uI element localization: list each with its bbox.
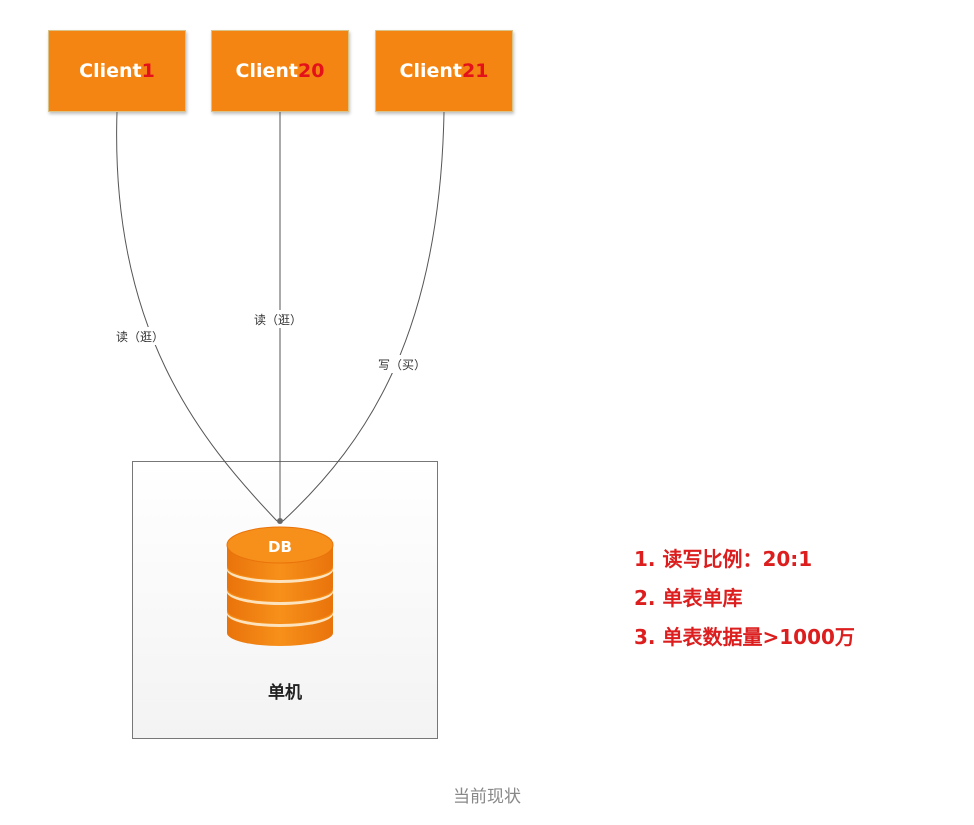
edge-label-bg-1	[113, 327, 167, 345]
edge-label-read-1: 读（逛）	[116, 330, 164, 344]
server-label: 单机	[268, 683, 302, 703]
edge-label-read-2: 读（逛）	[254, 313, 302, 327]
notes-list: 1. 读写比例：20:1 2. 单表单库 3. 单表数据量>1000万	[634, 540, 855, 657]
client-21-number: 21	[462, 60, 489, 82]
edge-label-write: 写（买）	[378, 358, 426, 372]
client-20-prefix: Client	[235, 60, 298, 82]
client-20-number: 20	[298, 60, 325, 82]
client-1-number: 1	[141, 60, 155, 82]
note-item-2: 2. 单表单库	[634, 586, 743, 610]
note-item-3: 3. 单表数据量>1000万	[634, 625, 855, 649]
edge-client21-db	[282, 111, 445, 522]
edge-label-bg-2	[251, 310, 307, 328]
note-item-1: 1. 读写比例：20:1	[634, 547, 813, 571]
client-1-prefix: Client	[79, 60, 142, 82]
figure-caption: 当前现状	[453, 787, 521, 807]
server-box: 单机	[132, 461, 438, 739]
client-21-prefix: Client	[399, 60, 462, 82]
edge-client1-db	[116, 111, 278, 522]
edge-label-bg-3	[374, 355, 430, 373]
